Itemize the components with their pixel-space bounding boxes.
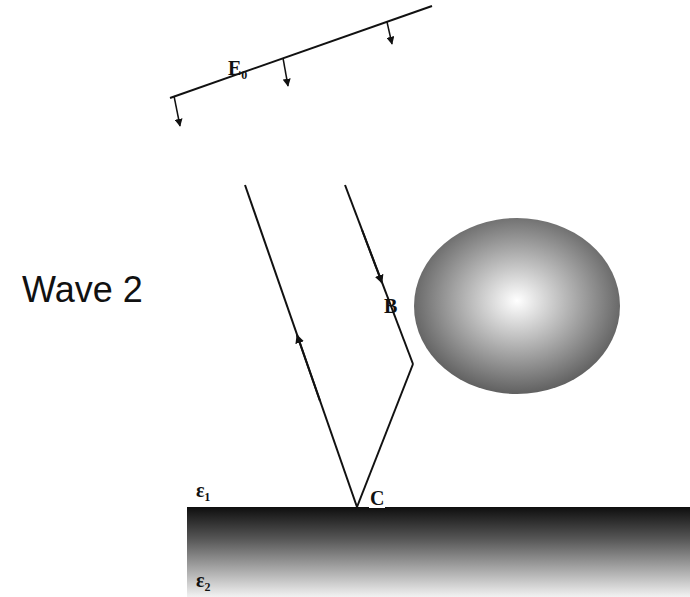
- wave-label: Wave 2: [22, 272, 143, 308]
- ray-arrow: [362, 230, 382, 283]
- ray-arrow: [297, 335, 320, 401]
- medium-label: ε₁: [196, 480, 211, 500]
- field-arrow: [283, 58, 288, 86]
- substrate: [187, 507, 690, 597]
- field-arrow: [174, 96, 180, 126]
- particle: [414, 218, 620, 394]
- medium-label: ε₂: [196, 570, 211, 590]
- field-label: E₀: [228, 58, 247, 78]
- point-label: B: [384, 296, 397, 316]
- reflected-ray: [245, 185, 357, 507]
- point-label: C: [369, 488, 385, 508]
- scattered-ray: [357, 364, 413, 507]
- field-arrow: [387, 22, 392, 44]
- incident-ray: [345, 185, 413, 364]
- wavefront: [170, 6, 432, 98]
